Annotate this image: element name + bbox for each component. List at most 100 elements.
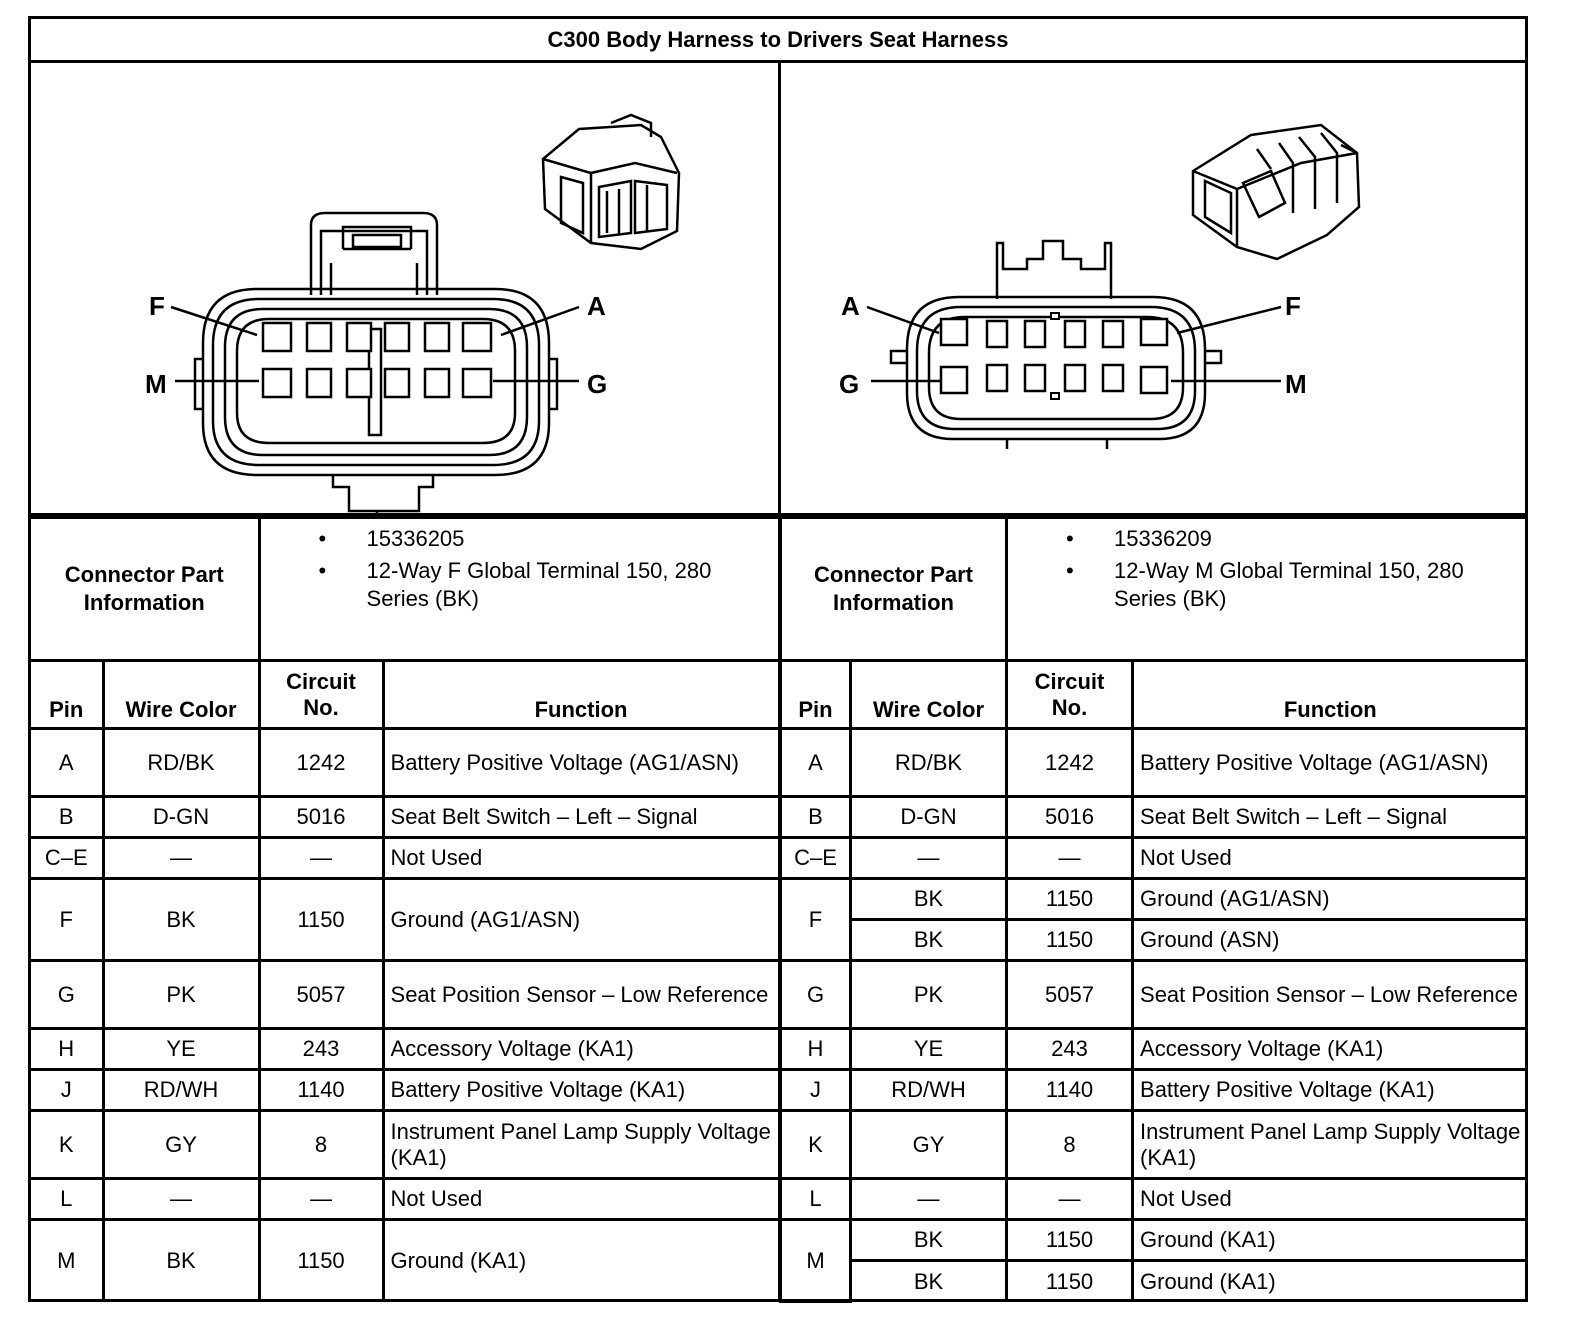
wire-color-cell: GY: [848, 1109, 1009, 1180]
header-wire-color: Wire Color: [848, 659, 1009, 730]
female-connector-iso-icon: [541, 113, 681, 251]
wire-color-cell: D-GN: [848, 795, 1009, 839]
connector-info-item: 15336209: [1014, 525, 1521, 553]
female-pinout-table: Connector Part Information1533620512-Way…: [31, 516, 781, 1302]
female-connector-panel: F A M G: [31, 63, 778, 513]
pin-cell: J: [31, 1068, 105, 1112]
diagram-divider: [31, 513, 1525, 516]
connector-info-item: 15336205: [267, 525, 772, 553]
pin-cell: F: [779, 877, 852, 962]
circuit-cell: —: [257, 836, 385, 880]
panel-divider: [778, 63, 781, 513]
function-cell: Not Used: [381, 1177, 781, 1221]
pin-cell: F: [31, 877, 105, 962]
circuit-cell: 5057: [257, 959, 385, 1030]
function-cell: Ground (KA1): [1131, 1259, 1527, 1302]
function-cell: Accessory Voltage (KA1): [381, 1027, 781, 1071]
wire-color-cell: GY: [101, 1109, 261, 1180]
circuit-cell: 1150: [257, 877, 385, 962]
pin-cell: C–E: [31, 836, 105, 880]
function-cell: Seat Belt Switch – Left – Signal: [1131, 795, 1527, 839]
function-cell: Instrument Panel Lamp Supply Voltage (KA…: [1131, 1109, 1527, 1180]
wire-color-cell: RD/BK: [101, 727, 261, 798]
table-row: C–E——Not Used: [779, 836, 1527, 880]
connector-info-row: Connector Part Information1533620512-Way…: [31, 516, 781, 662]
connector-info-label: Connector Part Information: [778, 516, 1009, 662]
pin-cell: K: [31, 1109, 105, 1180]
function-cell: Battery Positive Voltage (KA1): [381, 1068, 781, 1112]
circuit-cell: 5016: [1005, 795, 1135, 839]
function-cell: Battery Positive Voltage (AG1/ASN): [381, 727, 781, 798]
header-pin: Pin: [779, 659, 852, 730]
circuit-cell: 1140: [257, 1068, 385, 1112]
wire-color-cell: BK: [848, 877, 1009, 921]
circuit-cell: —: [1005, 836, 1135, 880]
pin-cell: A: [779, 727, 852, 798]
connector-info-row: Connector Part Information15336209 12-Way…: [778, 516, 1527, 662]
circuit-cell: 8: [1005, 1109, 1135, 1180]
function-cell: Ground (AG1/ASN): [381, 877, 781, 962]
pin-cell: K: [779, 1109, 852, 1180]
wire-color-cell: —: [101, 836, 261, 880]
wire-color-cell: —: [848, 1177, 1009, 1221]
connector-info-item: 12-Way M Global Terminal 150, 280 Series…: [1014, 557, 1521, 613]
wire-color-cell: PK: [101, 959, 261, 1030]
circuit-cell: 1242: [257, 727, 385, 798]
wire-color-cell: RD/WH: [848, 1068, 1009, 1112]
circuit-cell: 1140: [1005, 1068, 1135, 1112]
wire-color-cell: BK: [848, 1259, 1009, 1302]
connector-info-bullets: 15336209 12-Way M Global Terminal 150, 28…: [1014, 525, 1521, 613]
circuit-cell: —: [1005, 1177, 1135, 1221]
pin-cell: H: [31, 1027, 105, 1071]
pin-cell: L: [31, 1177, 105, 1221]
function-cell: Not Used: [1131, 836, 1527, 880]
circuit-cell: 5057: [1005, 959, 1135, 1030]
circuit-cell: 5016: [257, 795, 385, 839]
function-cell: Battery Positive Voltage (AG1/ASN): [1131, 727, 1527, 798]
circuit-cell: 1150: [1005, 877, 1135, 921]
pin-cell: L: [779, 1177, 852, 1221]
function-cell: Battery Positive Voltage (KA1): [1131, 1068, 1527, 1112]
table-row: C–E——Not Used: [31, 836, 781, 880]
wire-color-cell: RD/WH: [101, 1068, 261, 1112]
connector-info-item: 12-Way F Global Terminal 150, 280 Series…: [267, 557, 772, 613]
header-function: Function: [381, 659, 781, 730]
female-connector-drawing: F A M G: [145, 113, 681, 513]
wire-color-cell: BK: [101, 877, 261, 962]
circuit-cell: —: [257, 1177, 385, 1221]
function-cell: Seat Position Sensor – Low Reference: [1131, 959, 1527, 1030]
wire-color-cell: BK: [848, 1218, 1009, 1262]
pin-label-a: A: [841, 291, 860, 321]
pin-cell: G: [31, 959, 105, 1030]
connector-sheet: C300 Body Harness to Drivers Seat Harnes…: [28, 16, 1528, 1303]
pin-cell: A: [31, 727, 105, 798]
circuit-cell: 1242: [1005, 727, 1135, 798]
circuit-cell: 243: [257, 1027, 385, 1071]
circuit-cell: 1150: [1005, 1218, 1135, 1262]
function-cell: Ground (AG1/ASN): [1131, 877, 1527, 921]
connector-info-list: 15336209 12-Way M Global Terminal 150, 28…: [1005, 516, 1527, 662]
function-cell: Ground (KA1): [1131, 1218, 1527, 1262]
function-cell: Seat Belt Switch – Left – Signal: [381, 795, 781, 839]
header-circuit-no: Circuit No.: [1005, 659, 1135, 730]
circuit-cell: 243: [1005, 1027, 1135, 1071]
wire-color-cell: RD/BK: [848, 727, 1009, 798]
wire-color-cell: BK: [101, 1218, 261, 1302]
circuit-cell: 8: [257, 1109, 385, 1180]
pin-cell: M: [779, 1218, 852, 1303]
male-connector-cavities: [939, 317, 1169, 395]
